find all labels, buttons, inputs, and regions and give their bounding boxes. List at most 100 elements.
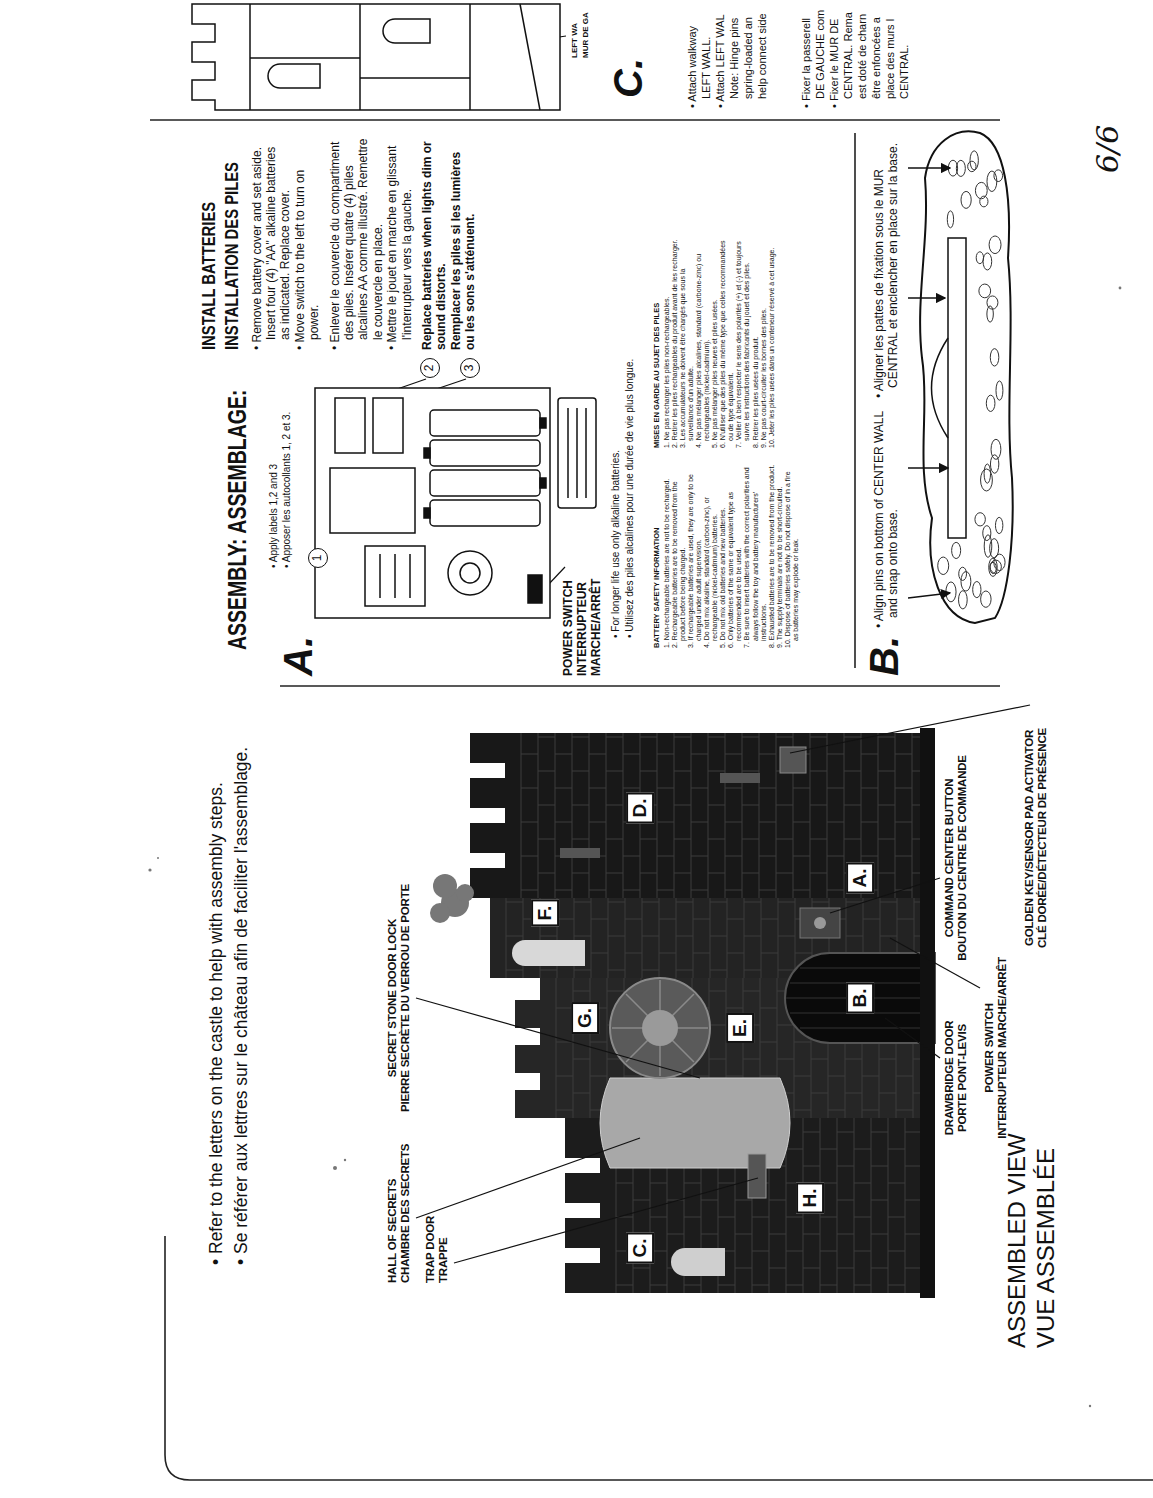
stone-texture	[778, 902, 795, 903]
battery-compartment	[448, 551, 492, 595]
stone-texture	[701, 1234, 718, 1235]
castle-photo	[456, 884, 474, 902]
stone-texture	[540, 970, 557, 971]
stone-texture	[760, 1042, 777, 1043]
instruction-text: • Move switch to the left to turn on pow…	[293, 135, 322, 350]
stone-texture	[820, 1285, 837, 1286]
stone-texture	[506, 733, 920, 1293]
warning-item: 5. Do not mix old batteries and new batt…	[719, 463, 727, 648]
stone-texture	[820, 1149, 837, 1150]
stone-texture	[810, 873, 827, 874]
stone-texture	[878, 839, 895, 840]
callout-label: INTERRUPTEUR MARCHE/ARRÊT	[996, 957, 1009, 1139]
stone-texture	[623, 890, 640, 891]
stone-texture	[820, 1251, 837, 1252]
stone-texture	[803, 1132, 820, 1133]
rock-texture	[938, 557, 949, 575]
instruction-text: • Fixer le MUR DE	[828, 0, 842, 108]
stone-texture	[684, 1217, 701, 1218]
stone-texture	[606, 771, 623, 772]
stone-texture	[538, 873, 555, 874]
instruction-text: Remplacer les piles si les lumières ou l…	[449, 135, 478, 350]
rock-texture	[986, 395, 995, 411]
stone-texture	[795, 953, 812, 954]
stone-texture	[795, 898, 796, 978]
scan-speck	[1119, 287, 1122, 290]
stone-texture	[555, 822, 572, 823]
stone-texture	[727, 919, 744, 920]
stone-texture	[657, 733, 658, 898]
stone-texture	[837, 1118, 838, 1293]
stone-texture	[803, 1234, 820, 1235]
instruction-text: Replace batteries when lights dim or sou…	[420, 135, 449, 350]
castle-photo	[515, 1045, 541, 1073]
castle-photo	[800, 968, 935, 969]
stone-texture	[760, 1008, 777, 1009]
text-column: • Attach walkwayLEFT WALL.• Attach LEFT …	[686, 0, 770, 108]
instruction-text: • Refer to the letters on the castle to …	[206, 782, 227, 1265]
stone-texture	[871, 1166, 888, 1167]
stone-texture	[555, 890, 572, 891]
battery-compartment	[528, 575, 542, 603]
stone-texture	[735, 1268, 752, 1269]
stone-texture	[793, 856, 810, 857]
left-wall-drawing	[192, 4, 560, 110]
battery-compartment	[585, 408, 587, 498]
stone-texture	[642, 902, 659, 903]
battery-compartment	[540, 418, 546, 428]
stone-texture	[573, 1059, 590, 1060]
left-wall-drawing	[360, 77, 470, 79]
stone-texture	[572, 873, 589, 874]
stone-texture	[657, 822, 674, 823]
stone-texture	[778, 936, 795, 937]
stone-texture	[871, 1268, 888, 1269]
castle-photo	[470, 733, 506, 763]
stone-texture	[708, 839, 725, 840]
stone-texture	[778, 970, 795, 971]
stone-texture	[589, 788, 606, 789]
stone-texture	[786, 1285, 803, 1286]
battery-compartment	[430, 500, 540, 526]
leader-line	[790, 705, 1030, 753]
stone-texture	[776, 873, 793, 874]
stone-texture	[521, 754, 538, 755]
stone-texture	[725, 754, 742, 755]
stone-texture	[633, 1268, 650, 1269]
stone-texture	[854, 1285, 871, 1286]
node-text: D.	[629, 799, 650, 818]
instruction-text: • Align pins on bottom of CENTER WALL an…	[872, 403, 901, 628]
callout-label: MUR DE GA	[581, 12, 591, 58]
warning-item: 4. Ne pas mélanger piles alcalines, stan…	[695, 233, 711, 448]
castle-photo	[470, 778, 506, 808]
warning-item: 8. Retirer les piles usées du produit.	[752, 233, 760, 448]
stone-texture	[606, 805, 623, 806]
rock-texture	[946, 582, 956, 602]
castle-base-drawing	[908, 131, 1013, 623]
stone-texture	[854, 1149, 871, 1150]
callout-label: LEFT WA	[570, 23, 580, 58]
stone-texture	[895, 733, 896, 898]
stone-texture	[827, 788, 844, 789]
stone-texture	[896, 1110, 913, 1111]
stone-texture	[606, 873, 623, 874]
stone-texture	[878, 805, 895, 806]
callout-label: TRAP DOOR	[424, 1216, 437, 1283]
stone-texture	[895, 754, 912, 755]
stone-texture	[727, 898, 728, 978]
stone-texture	[616, 1285, 633, 1286]
stone-texture	[761, 953, 778, 954]
callout-label: PORTE PONT-LEVIS	[956, 1024, 969, 1132]
stone-texture	[555, 733, 556, 898]
stone-texture	[708, 873, 725, 874]
stone-texture	[878, 737, 895, 738]
node-text: G.	[574, 1008, 595, 1028]
stone-texture	[896, 1076, 913, 1077]
stone-texture	[676, 970, 693, 971]
rock-texture	[959, 567, 967, 580]
stone-texture	[913, 1059, 920, 1060]
rock-texture	[994, 554, 1005, 570]
rock-texture	[975, 513, 985, 526]
stone-texture	[676, 902, 693, 903]
